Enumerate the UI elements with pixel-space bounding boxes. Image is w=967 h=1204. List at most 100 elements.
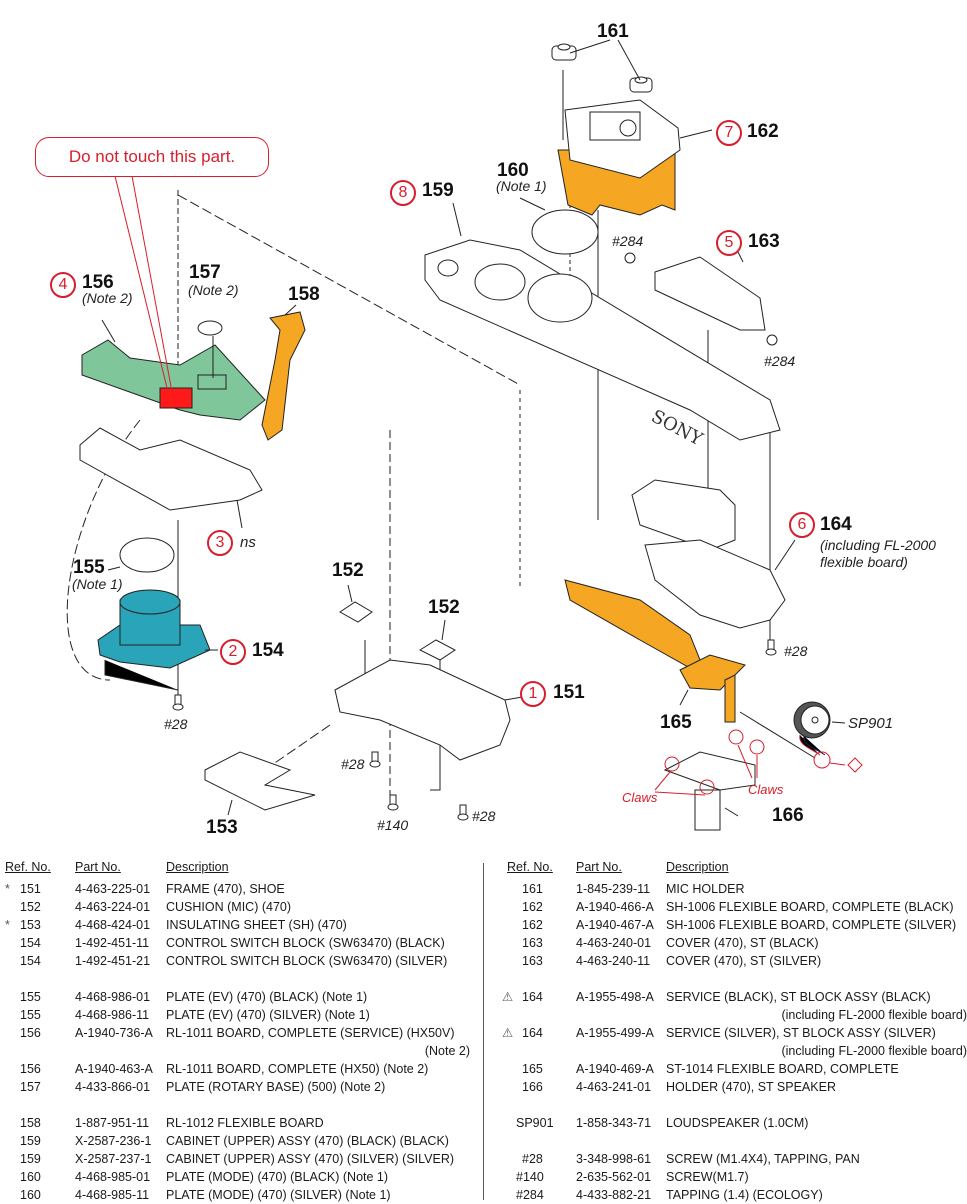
part-no: 2-635-562-01 bbox=[576, 1170, 652, 1184]
description: COVER (470), ST (SILVER) bbox=[666, 954, 822, 968]
part-no: 4-468-985-01 bbox=[75, 1170, 151, 1184]
part-no: 1-492-451-21 bbox=[75, 954, 151, 968]
step-5-icon: 5 bbox=[716, 230, 742, 256]
assembly-line bbox=[177, 194, 521, 386]
step-1-icon: 1 bbox=[520, 681, 546, 707]
part-no: 1-492-451-11 bbox=[75, 936, 150, 950]
ref-no: 160 bbox=[20, 1170, 41, 1184]
exploded-view-diagram: SONY bbox=[35, 21, 936, 838]
part-no: 1-858-343-71 bbox=[576, 1116, 652, 1130]
part-162-shoe-flex bbox=[557, 99, 713, 216]
ref-no: #284 bbox=[516, 1188, 544, 1202]
part-159-cabinet-upper: SONY bbox=[424, 202, 781, 451]
diamond-mark-icon bbox=[847, 757, 863, 773]
label-166: 166 bbox=[772, 805, 804, 826]
note-157: (Note 2) bbox=[188, 282, 239, 298]
description: ST-1014 FLEXIBLE BOARD, COMPLETE bbox=[666, 1062, 899, 1076]
description: TAPPING (1.4) (ECOLOGY) bbox=[666, 1188, 823, 1202]
part-no: 1-887-951-11 bbox=[75, 1116, 150, 1130]
label-163: 163 bbox=[748, 231, 780, 252]
description: INSULATING SHEET (SH) (470) bbox=[166, 918, 347, 932]
label-153: 153 bbox=[206, 817, 238, 838]
screw-shapes-bottom bbox=[369, 639, 777, 821]
header-ref-no: Ref. No. bbox=[507, 860, 553, 874]
ref-no: 162 bbox=[522, 918, 543, 932]
label-161: 161 bbox=[597, 21, 629, 42]
screw-28-right: #28 bbox=[472, 808, 496, 824]
header-part-no: Part No. bbox=[75, 860, 121, 874]
ref-no: 164 bbox=[522, 990, 543, 1004]
label-155: 155 bbox=[73, 557, 105, 578]
label-151: 151 bbox=[553, 682, 585, 703]
diagram-artwork: SONY bbox=[66, 39, 863, 831]
part-163-cover bbox=[624, 251, 778, 346]
part-156-rl1011-board bbox=[81, 319, 266, 421]
header-description: Description bbox=[666, 860, 729, 874]
ref-no: 156 bbox=[20, 1062, 41, 1076]
part-no: 4-433-882-21 bbox=[576, 1188, 652, 1202]
screw-28-left: #28 bbox=[164, 716, 188, 732]
screw-140: #140 bbox=[377, 817, 409, 833]
claws-label-left: Claws bbox=[622, 790, 658, 805]
ref-no: #140 bbox=[516, 1170, 544, 1184]
ref-no: 163 bbox=[522, 936, 543, 950]
ref-no: 163 bbox=[522, 954, 543, 968]
part-no: 3-348-998-61 bbox=[576, 1152, 652, 1166]
description: CUSHION (MIC) (470) bbox=[166, 900, 292, 914]
part-151-frame bbox=[334, 659, 523, 761]
part-155-ev-plate bbox=[107, 537, 175, 573]
label-154: 154 bbox=[252, 640, 284, 661]
ref-no: 154 bbox=[20, 954, 41, 968]
label-152-b: 152 bbox=[428, 597, 460, 618]
ref-no: 155 bbox=[20, 1008, 41, 1022]
part-no: A-1955-498-A bbox=[576, 990, 654, 1004]
note-164-line1: (including FL-2000 bbox=[820, 537, 936, 553]
label-sp901: SP901 bbox=[848, 715, 894, 732]
note-155: (Note 1) bbox=[72, 576, 123, 592]
description: LOUDSPEAKER (1.0CM) bbox=[666, 1116, 809, 1130]
part-no: A-1940-467-A bbox=[576, 918, 654, 932]
part-no: A-1940-463-A bbox=[75, 1062, 153, 1076]
warning-callout-leaders bbox=[114, 175, 173, 393]
header-part-no: Part No. bbox=[576, 860, 622, 874]
step-8-icon: 8 bbox=[390, 180, 416, 206]
do-not-touch-component bbox=[159, 387, 193, 409]
description: RL-1011 BOARD, COMPLETE (HX50) (Note 2) bbox=[166, 1062, 429, 1076]
asterisk-mark-icon: * bbox=[5, 918, 10, 932]
description: SERVICE (SILVER), ST BLOCK ASSY (SILVER) bbox=[666, 1026, 936, 1040]
do-not-touch-callout: Do not touch this part. bbox=[35, 137, 269, 177]
part-no: 4-463-225-01 bbox=[75, 882, 151, 896]
label-157: 157 bbox=[189, 262, 221, 283]
step-4-icon: 4 bbox=[50, 272, 76, 298]
description-continuation: (Note 2) bbox=[424, 1044, 470, 1058]
ref-no: 159 bbox=[20, 1134, 41, 1148]
description: RL-1012 FLEXIBLE BOARD bbox=[166, 1116, 324, 1130]
screw-284-right: #284 bbox=[764, 353, 796, 369]
column-divider bbox=[483, 863, 484, 1200]
description: PLATE (ROTARY BASE) (500) (Note 2) bbox=[166, 1080, 386, 1094]
part-ns-plate bbox=[79, 427, 263, 529]
ref-no: 156 bbox=[20, 1026, 41, 1040]
part-165-st1014-flex bbox=[564, 579, 746, 723]
ref-no: 157 bbox=[20, 1080, 41, 1094]
step-6-icon: 6 bbox=[789, 512, 815, 538]
note-156: (Note 2) bbox=[82, 290, 133, 306]
table-row: 156 A-1940-463-A RL-1011 BOARD, COMPLETE (… bbox=[0, 1061, 470, 1078]
part-158-rl1012-flex bbox=[261, 304, 306, 441]
